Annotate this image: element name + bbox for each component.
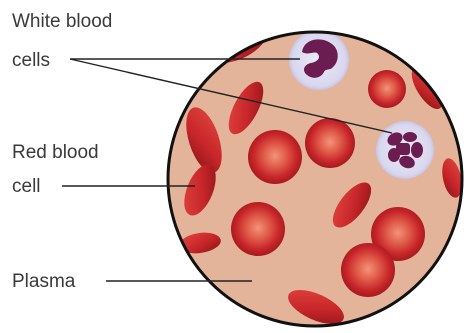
red-blood-cell: [305, 118, 355, 168]
red-blood-cell: [341, 243, 395, 297]
white-blood-cell: [289, 30, 349, 90]
label-plasma: Plasma: [12, 271, 76, 292]
white-blood-cell: [376, 121, 434, 179]
label-red-blood-cell-line1: Red blood: [12, 142, 99, 163]
label-white-blood-cells-line1: White blood: [12, 11, 112, 32]
label-red-blood-cell-line2: cell: [12, 176, 41, 197]
label-white-blood-cells-line2: cells: [12, 50, 50, 71]
red-blood-cell: [231, 202, 285, 256]
red-blood-cell: [368, 70, 406, 108]
red-blood-cell: [248, 130, 302, 184]
